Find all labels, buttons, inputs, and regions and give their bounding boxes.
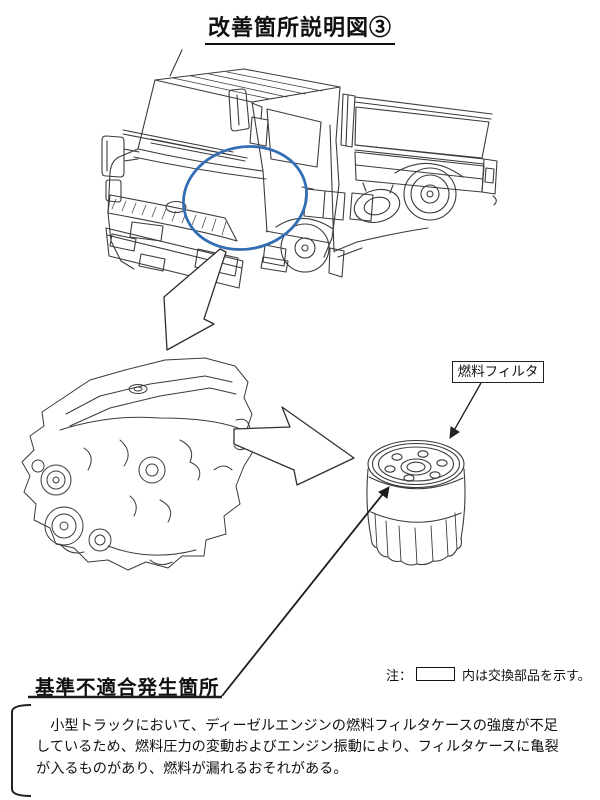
note-row: 注： 内は交換部品を示す。: [386, 665, 591, 683]
truck-illustration: [101, 49, 498, 289]
fuel-filter-illustration: [366, 439, 466, 566]
paragraph-bracket: [11, 704, 32, 797]
right-arrow: [233, 406, 355, 486]
page-title-text: 改善箇所説明図③: [204, 10, 395, 45]
description-line-3: が入るものがあり、燃料が漏れるおそれがある。: [36, 760, 348, 777]
page-title: 改善箇所説明図③: [0, 10, 600, 45]
defect-location-label: 基準不適合発生箇所: [35, 678, 220, 699]
engine-illustration: [21, 357, 255, 571]
down-left-arrow: [163, 248, 227, 351]
replacement-part-box: [416, 667, 456, 681]
note-prefix: 注：: [386, 667, 413, 683]
truck-antenna: [169, 49, 183, 77]
defect-pointer-arrow: [221, 486, 390, 697]
description-paragraph: 小型トラックにおいて、ディーゼルエンジンの燃料フィルタケースの強度が不足 してい…: [36, 716, 576, 780]
fuel-filter-callout-text: 燃料フィルタ: [457, 364, 539, 379]
highlight-circle: [182, 145, 308, 251]
fuel-filter-callout-box: 燃料フィルタ: [452, 361, 544, 383]
note-text: 内は交換部品を示す。: [462, 667, 591, 683]
description-line-1: 小型トラックにおいて、ディーゼルエンジンの燃料フィルタケースの強度が不足: [36, 718, 558, 734]
label-leader-arrow: [449, 382, 482, 439]
description-line-2: しているため、燃料圧力の変動およびエンジン振動により、フィルタケースに亀裂: [36, 739, 559, 756]
